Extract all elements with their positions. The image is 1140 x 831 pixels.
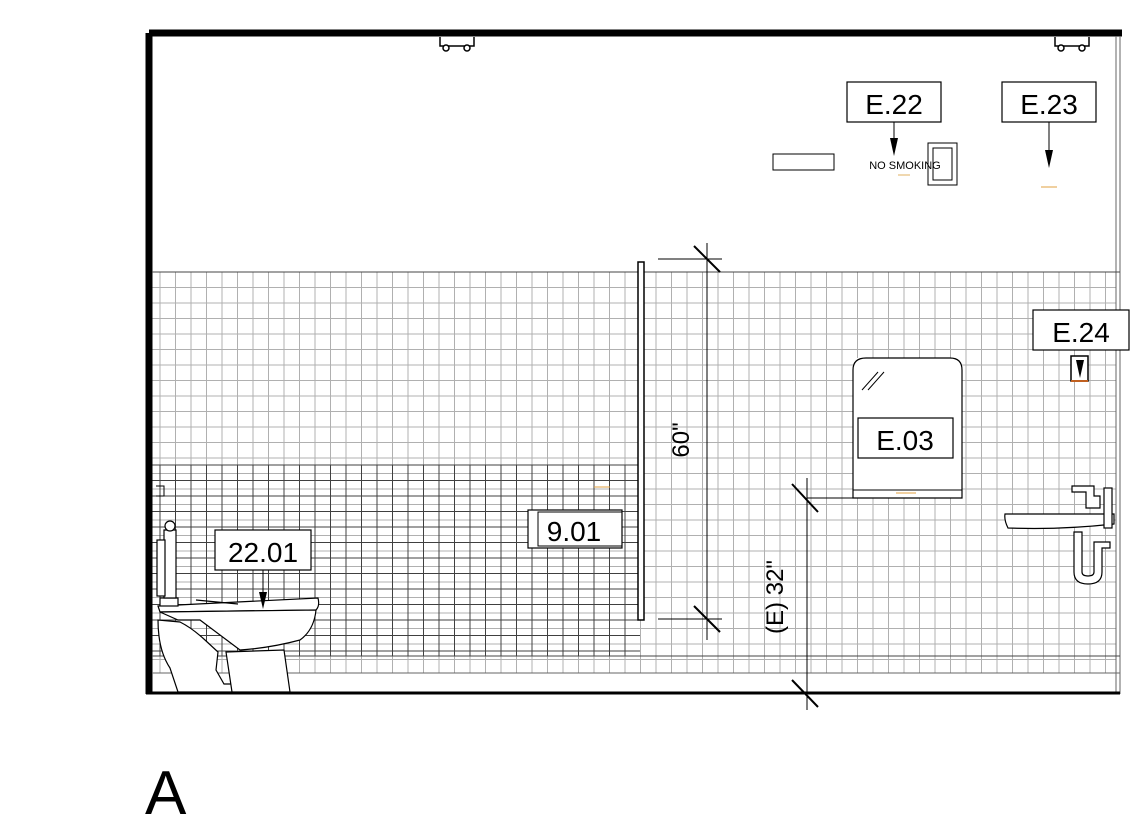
tag-901-label: 9.01 [547,516,602,547]
tag-2201: 22.01 [214,529,312,609]
flush-valve [156,520,177,599]
tag-2201-label: 22.01 [228,537,298,568]
arrow-down-icon [1076,360,1084,378]
dimension-60 [658,243,722,640]
view-label: A [145,759,187,828]
arrow-down-icon [1045,150,1053,168]
wall-vent [772,153,835,171]
toilet [157,597,320,693]
wall-frame [145,29,1122,695]
tag-e03-label: E.03 [876,425,934,456]
tag-e24: E.24 [1032,309,1130,382]
toilet-paper-holder [156,485,165,497]
dimension-32-label: (E) 32" [762,560,789,634]
tag-e23: E.23 [1001,81,1097,188]
arrow-down-icon [890,138,898,156]
arrow-down-icon [259,592,267,609]
tag-e24-label: E.24 [1052,317,1110,348]
ceiling-fixture-left [439,37,475,52]
tag-e22-label: E.22 [865,89,923,120]
dimension-60-label: 60" [668,422,695,457]
dimension-32 [791,478,960,710]
tag-901: 9.01 [527,509,623,549]
grab-bar [637,261,645,621]
ceiling-fixture-right [1054,37,1090,52]
sink [1004,485,1115,585]
tag-e23-label: E.23 [1020,89,1078,120]
no-smoking-sign [927,142,958,186]
no-smoking-sign-text: NO SMOKING [869,160,941,172]
tag-e22: E.22 [846,81,942,156]
tag-e03: E.03 [857,417,954,459]
